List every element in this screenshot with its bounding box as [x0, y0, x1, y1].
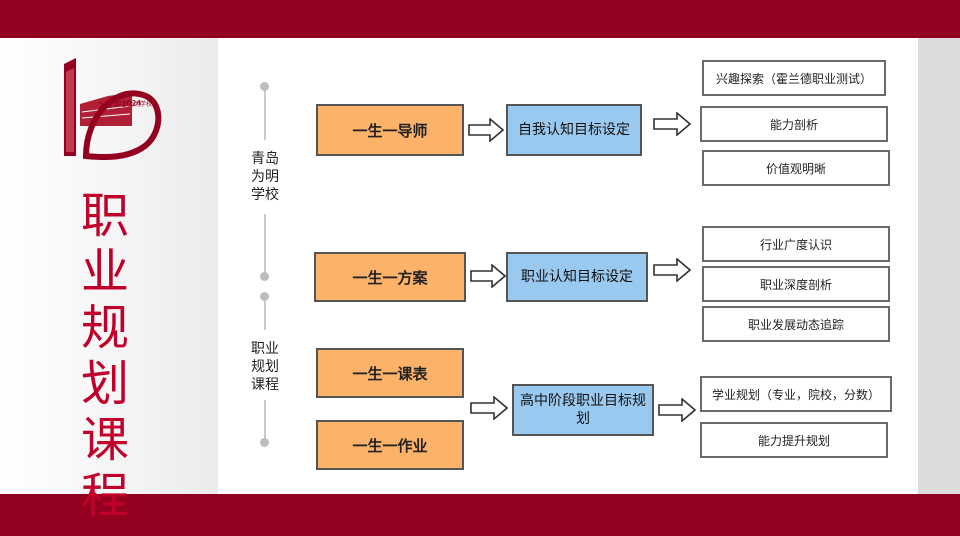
career-trend-box: 职业发展动态追踪: [702, 306, 890, 342]
ability-plan-box: 能力提升规划: [700, 422, 888, 458]
title-char: 课: [80, 412, 129, 468]
ability-box: 能力剖析: [700, 106, 888, 142]
arrow-right-icon: [653, 258, 691, 282]
title-char: 业: [80, 244, 129, 300]
school-label-line: 学校: [251, 187, 279, 203]
timeline-dot: [260, 292, 269, 301]
timeline-line: [264, 88, 266, 140]
timeline-dot: [260, 272, 269, 281]
svg-text:青岛为明学校: 青岛为明学校: [116, 100, 152, 108]
bottom-band: [0, 494, 960, 536]
right-gutter: [918, 38, 960, 494]
title-char: 划: [80, 356, 129, 412]
title-char: 职: [80, 188, 129, 244]
plan-box: 一生一方案: [314, 252, 466, 302]
timeline-line: [264, 214, 266, 276]
highschool-plan-box: 高中阶段职业目标规划: [512, 384, 654, 436]
timeline-dot: [260, 438, 269, 447]
top-band: [0, 0, 960, 38]
course-label: 职业 规划 课程: [245, 340, 285, 394]
course-label-line: 规划: [251, 359, 279, 375]
homework-box: 一生一作业: [316, 420, 464, 470]
schedule-box: 一生一课表: [316, 348, 464, 398]
mentor-box: 一生一导师: [316, 104, 464, 156]
academic-plan-box: 学业规划（专业，院校，分数）: [700, 376, 892, 412]
arrow-right-icon: [658, 398, 696, 422]
school-label: 青岛 为明 学校: [245, 150, 285, 204]
arrow-right-icon: [470, 264, 506, 288]
course-label-line: 职业: [251, 341, 279, 357]
arrow-right-icon: [468, 118, 504, 142]
timeline-line: [264, 400, 266, 440]
page-title: 职 业 规 划 课 程: [70, 188, 140, 524]
timeline-dot: [260, 82, 269, 91]
school-label-line: 青岛: [251, 151, 279, 167]
industry-box: 行业广度认识: [702, 226, 890, 262]
title-char: 规: [80, 300, 129, 356]
arrow-right-icon: [653, 112, 691, 136]
school-emblem-icon: 青岛为明学校: [64, 58, 162, 160]
values-box: 价值观明晰: [702, 150, 890, 186]
career-goal-box: 职业认知目标设定: [506, 252, 648, 302]
interest-box: 兴趣探索（霍兰德职业测试）: [702, 60, 886, 96]
title-char: 程: [80, 468, 129, 524]
career-depth-box: 职业深度剖析: [702, 266, 890, 302]
course-label-line: 课程: [251, 377, 279, 393]
timeline-line: [264, 298, 266, 330]
school-label-line: 为明: [251, 169, 279, 185]
self-goal-box: 自我认知目标设定: [506, 104, 642, 156]
arrow-right-icon: [470, 396, 508, 420]
